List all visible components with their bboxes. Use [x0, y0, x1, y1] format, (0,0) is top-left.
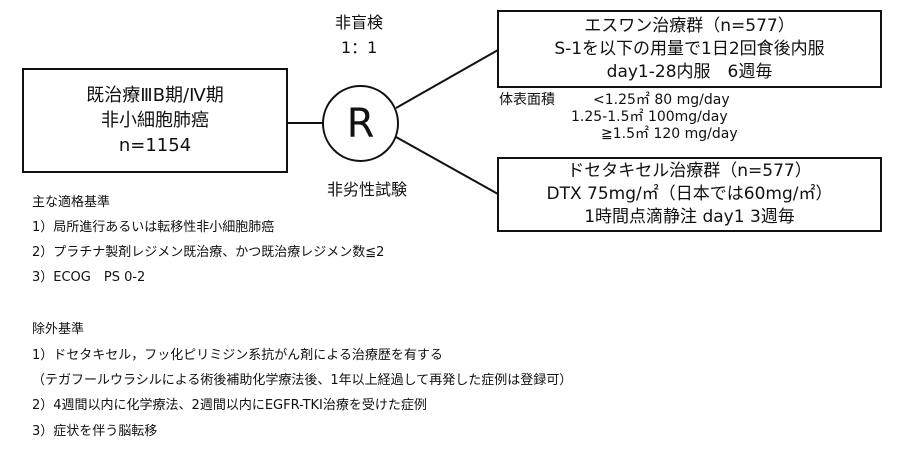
- open-label-text: 非盲検: [335, 13, 384, 32]
- allocation-ratio: 1：1: [341, 38, 378, 57]
- dose-row-1: <1.25㎡ 80 mg/day: [593, 92, 730, 108]
- exclusion-item-1: 1）ドセタキセル，フッ化ピリミジン系抗がん剤による治療歴を有する: [32, 348, 443, 363]
- inclusion-item-2: 2）プラチナ製剤レジメン既治療、かつ既治療レジメン数≦2: [32, 245, 385, 260]
- arm-docetaxel-dose: DTX 75mg/㎡（日本では60mg/㎡）: [546, 184, 833, 204]
- arm-docetaxel-schedule: 1時間点滴静注 day1 3週毎: [584, 207, 795, 227]
- population-stage: 既治療ⅢB期/Ⅳ期: [86, 85, 224, 106]
- inclusion-item-3: 3）ECOG PS 0-2: [32, 270, 146, 285]
- inclusion-title: 主な適格基準: [32, 195, 111, 210]
- arm-s1-box: エスワン治療群（n=577） S-1を以下の用量で1日2回食後内服 day1-2…: [497, 10, 882, 88]
- randomization-circle: R: [322, 85, 399, 162]
- non-inferiority-text: 非劣性試験: [327, 180, 408, 199]
- exclusion-item-2: 2）4週間以内に化学療法、2週間以内にEGFR-TKI治療を受けた症例: [32, 398, 427, 413]
- population-count: n=1154: [118, 135, 192, 156]
- randomization-label: R: [346, 100, 375, 147]
- population-disease: 非小細胞肺癌: [101, 110, 209, 131]
- arm-docetaxel-box: ドセタキセル治療群（n=577） DTX 75mg/㎡（日本では60mg/㎡） …: [497, 157, 882, 232]
- connector-r-to-arm2: [395, 136, 499, 195]
- population-box: 既治療ⅢB期/Ⅳ期 非小細胞肺癌 n=1154: [22, 68, 288, 173]
- arm-s1-schedule: day1-28内服 6週毎: [606, 61, 773, 82]
- bsa-label: 体表面積: [499, 92, 555, 108]
- inclusion-item-1: 1）局所進行あるいは転移性非小細胞肺癌: [32, 220, 275, 235]
- dose-row-2: 1.25-1.5㎡ 100mg/day: [571, 109, 728, 125]
- exclusion-item-1-note: （テガフールウラシルによる術後補助化学療法後、1年以上経過して再発した症例は登録…: [32, 373, 573, 388]
- arm-docetaxel-title: ドセタキセル治療群（n=577）: [567, 161, 812, 181]
- connector-r-to-arm1: [395, 49, 499, 109]
- arm-s1-title: エスワン治療群（n=577）: [584, 15, 795, 36]
- dose-row-3: ≧1.5㎡ 120 mg/day: [601, 126, 738, 142]
- arm-s1-regimen: S-1を以下の用量で1日2回食後内服: [554, 38, 825, 59]
- exclusion-title: 除外基準: [32, 322, 85, 337]
- exclusion-item-3: 3）症状を伴う脳転移: [32, 424, 158, 439]
